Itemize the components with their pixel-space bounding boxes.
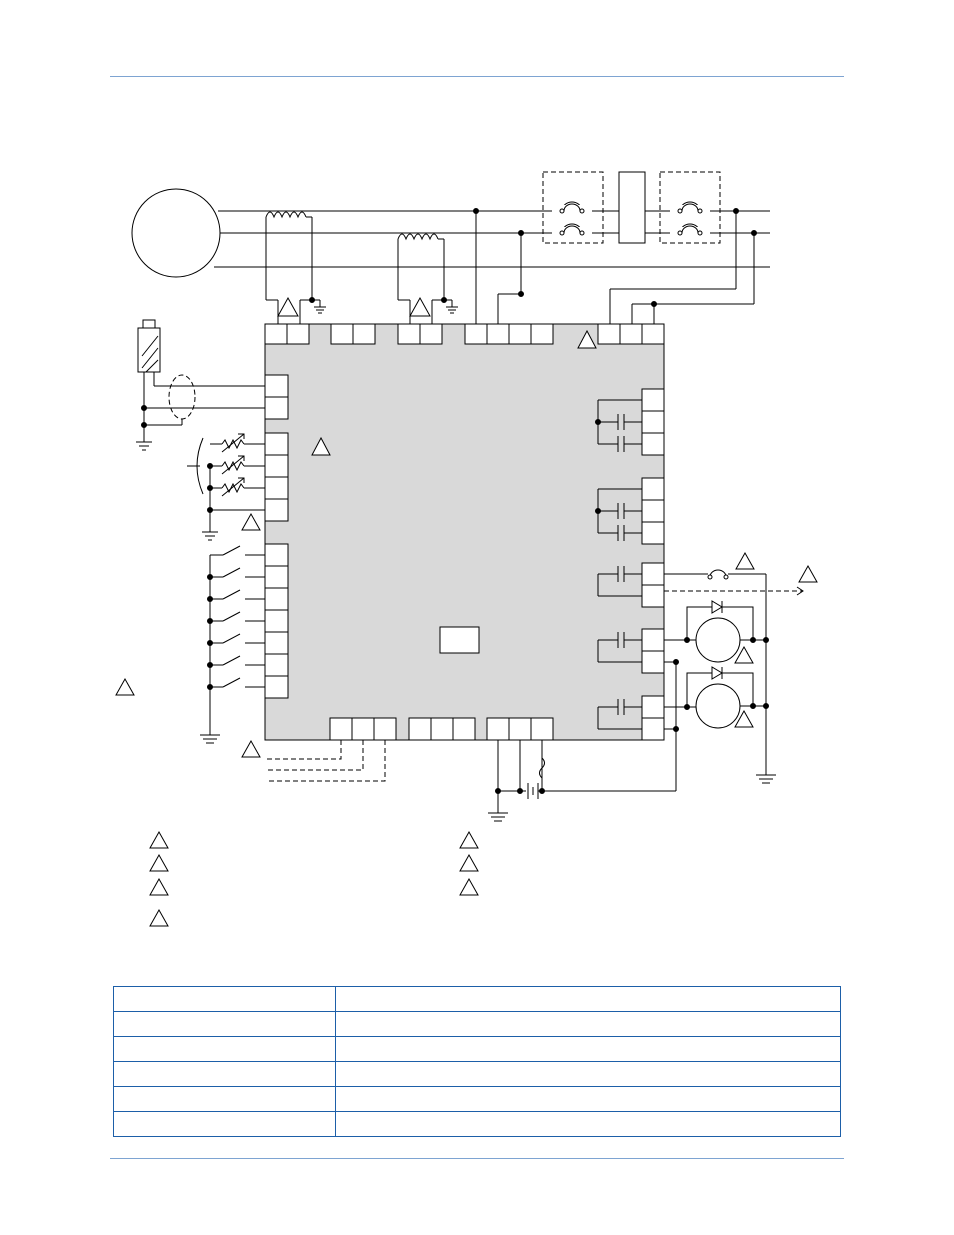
diode-icon [711, 666, 723, 680]
ground-icon [488, 812, 508, 822]
note-triangle-icon [798, 564, 818, 583]
table-cell [335, 1086, 841, 1112]
table-cell [335, 1061, 841, 1087]
diode-icon [711, 600, 723, 614]
table-row [113, 986, 841, 1012]
ground-icon [200, 734, 220, 744]
note-triangle-icon [409, 296, 431, 317]
table-row [113, 1061, 841, 1087]
footer-rule [110, 1158, 844, 1159]
table-cell [113, 1011, 336, 1037]
terminal-block-right [641, 388, 665, 741]
relay-coil [695, 683, 741, 729]
table-row [113, 1086, 841, 1112]
table-cell [113, 1086, 336, 1112]
table-cell [113, 986, 336, 1012]
shielded-cable [168, 374, 196, 420]
note-triangle-icon [277, 296, 299, 317]
ground-icon [136, 441, 152, 451]
current-transformer-icon [397, 233, 452, 324]
note-triangle-icon [735, 551, 755, 570]
generator-circle [131, 188, 221, 278]
ground-icon [202, 531, 218, 541]
ground-icon [756, 774, 776, 784]
isolation-box [542, 171, 604, 244]
capacitor-icon [597, 699, 642, 730]
table-cell [335, 1036, 841, 1062]
note-triangle-icon [311, 436, 331, 456]
capacitor-icon [597, 632, 642, 663]
note-triangle-icon [577, 329, 597, 349]
controller-body [264, 323, 665, 741]
table-row [113, 1011, 841, 1037]
note-triangle-icon [734, 709, 754, 728]
table-cell [335, 986, 841, 1012]
capacitor-icon [597, 488, 642, 541]
note-triangle-icon [241, 512, 261, 531]
note-triangle-icon [241, 739, 261, 758]
battery-icon [527, 783, 539, 799]
fuse-icon [559, 203, 703, 236]
table-row [113, 1036, 841, 1062]
note-triangle-icon [734, 645, 754, 664]
note-triangle-icon [149, 830, 479, 927]
isolation-box [659, 171, 721, 244]
switch-icon [210, 545, 265, 688]
table-cell [113, 1111, 336, 1137]
breaker-box [618, 171, 646, 244]
note-triangle-icon [115, 677, 135, 696]
table-cell [113, 1036, 336, 1062]
table-cell [113, 1061, 336, 1087]
fuse-icon [709, 569, 727, 578]
capacitor-icon [597, 399, 642, 452]
terminal-block-top [264, 323, 665, 345]
terminal-block-bottom [329, 717, 554, 741]
header-rule [110, 76, 844, 77]
table-row [113, 1111, 841, 1137]
ground-icon [314, 300, 326, 314]
relay-coil [695, 617, 741, 663]
table-cell [335, 1011, 841, 1037]
legend-table [113, 986, 841, 1137]
table-cell [335, 1111, 841, 1137]
fuse-icon [539, 757, 545, 779]
ground-icon [446, 300, 458, 314]
controller-display [439, 626, 480, 654]
capacitor-icon [597, 566, 642, 597]
variable-resistor-icon [210, 433, 265, 497]
